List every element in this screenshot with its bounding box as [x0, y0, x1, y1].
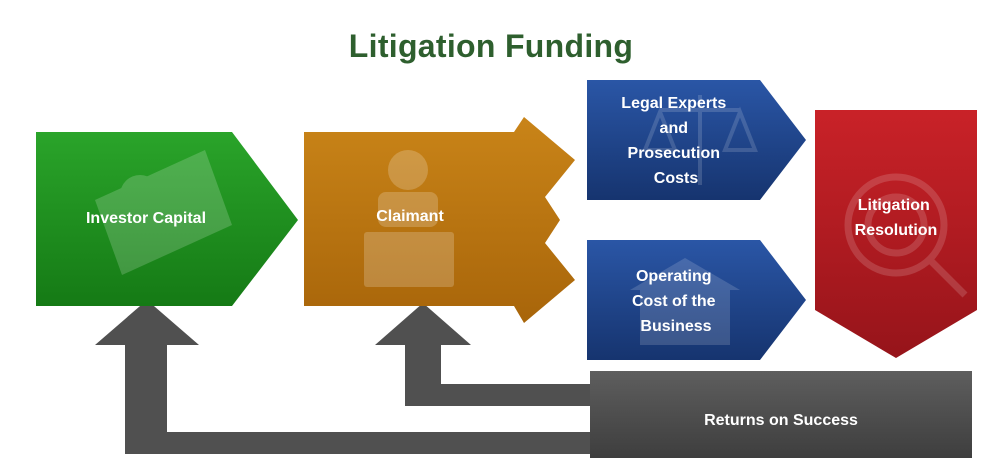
claimant-node: Claimant — [304, 117, 575, 323]
returns-on-success-node: Returns on Success — [590, 371, 972, 458]
claimant-label: Claimant — [376, 208, 444, 225]
litigation-resolution-label: Litigation Resolution — [855, 197, 938, 239]
investor-capital-node: Investor Capital — [36, 132, 298, 306]
dollar-bill-icon — [95, 150, 232, 275]
investor-capital-label: Investor Capital — [86, 210, 206, 227]
legal-costs-label: Legal Experts and Prosecution Costs — [621, 95, 730, 187]
scales-of-justice-icon — [642, 95, 758, 185]
return-arrow-to-claimant — [375, 303, 600, 406]
building-icon — [630, 258, 740, 345]
diagram-title: Litigation Funding — [348, 28, 634, 64]
person-at-desk-icon — [364, 150, 454, 287]
litigation-resolution-node: Litigation Resolution — [815, 110, 977, 358]
operating-cost-node: Operating Cost of the Business — [587, 240, 806, 360]
legal-costs-node: Legal Experts and Prosecution Costs — [587, 80, 806, 200]
returns-on-success-label: Returns on Success — [704, 412, 858, 429]
magnifier-icon — [844, 173, 968, 298]
return-arrow-to-investor — [95, 300, 600, 454]
operating-cost-label: Operating Cost of the Business — [632, 268, 720, 335]
